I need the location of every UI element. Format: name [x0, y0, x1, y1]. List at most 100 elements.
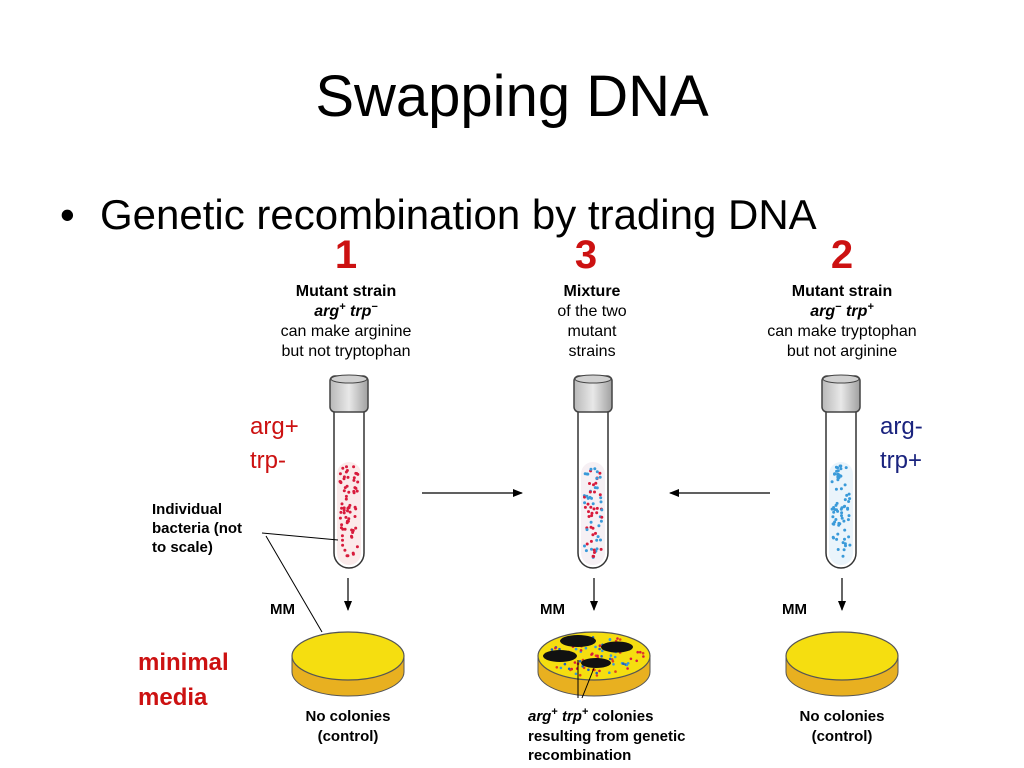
bacterium-dot — [341, 538, 344, 542]
bacterium-dot — [846, 518, 850, 522]
bacterium-dot — [594, 481, 598, 485]
plate-bacterium-dot — [614, 670, 617, 673]
colony-2 — [601, 641, 633, 653]
bacterium-dot — [848, 497, 852, 501]
bacterium-dot — [846, 507, 850, 511]
tube-number-2: 2 — [831, 233, 853, 277]
plate-bacterium-dot — [608, 657, 612, 661]
bacterium-dot — [587, 510, 590, 514]
bacterium-dot — [844, 544, 847, 548]
bacterium-dot — [834, 465, 838, 469]
bacterium-dot — [832, 536, 835, 540]
bacterium-dot — [838, 464, 842, 468]
bacterium-dot — [354, 507, 358, 511]
bacterium-dot — [342, 506, 346, 510]
plate-bacterium-dot — [594, 645, 597, 649]
tube1-genotype: arg+ trp− — [314, 301, 378, 320]
bacteria-note-line2: bacteria (not — [152, 520, 242, 537]
bacterium-dot — [595, 470, 599, 474]
plate2-result-line1: No colonies — [799, 708, 884, 725]
plate-bacterium-dot — [611, 660, 615, 663]
bacterium-dot — [588, 490, 592, 494]
petri-dish-1 — [291, 631, 405, 697]
plate-bacterium-dot — [622, 662, 625, 665]
bacterium-dot — [836, 532, 840, 536]
bacterium-dot — [583, 505, 587, 509]
bacterium-dot — [840, 511, 844, 515]
bacterium-dot — [842, 519, 846, 523]
colony-4 — [581, 658, 611, 668]
bacterium-dot — [347, 517, 351, 521]
plate-bacterium-dot — [573, 661, 577, 664]
plate-bacterium-dot — [629, 657, 633, 661]
bacterium-dot — [596, 535, 600, 539]
bacterium-dot — [350, 534, 353, 538]
bacterium-dot — [344, 497, 348, 501]
plate-bacterium-dot — [595, 671, 598, 675]
petri-dish-3 — [537, 631, 651, 697]
bacterium-dot — [843, 537, 846, 541]
bacterium-dot — [338, 516, 342, 520]
svg-text:can make arginine: can make arginine — [281, 323, 412, 340]
bacterium-dot — [835, 508, 838, 512]
bacterium-dot — [344, 515, 348, 519]
bacterium-dot — [847, 500, 851, 503]
bacterium-dot — [342, 489, 346, 493]
bacterium-dot — [847, 535, 851, 539]
plate-bacterium-dot — [587, 668, 590, 672]
bacterium-dot — [844, 466, 848, 470]
bullet-marker: • — [60, 191, 75, 238]
bacteria-pointer-plate — [265, 535, 323, 633]
bacterium-dot — [834, 518, 838, 521]
svg-text:mutant: mutant — [568, 323, 617, 340]
bacterium-dot — [834, 487, 838, 491]
bacterium-dot — [841, 541, 845, 545]
bacterium-dot — [351, 531, 355, 534]
bacterium-dot — [356, 480, 360, 484]
bacterium-dot — [845, 493, 849, 497]
svg-text:but not tryptophan: but not tryptophan — [282, 343, 411, 360]
minimal-media-label-1: minimal — [138, 649, 229, 676]
bacterium-dot — [356, 472, 360, 476]
bacterium-dot — [592, 483, 595, 487]
bacterium-dot — [842, 548, 846, 552]
bacterium-dot — [590, 547, 593, 551]
plate-bacterium-dot — [618, 638, 622, 641]
bacterium-dot — [592, 548, 596, 552]
plate-bacterium-dot — [563, 662, 567, 666]
bacterium-dot — [588, 495, 592, 499]
plate-bacterium-dot — [626, 667, 629, 670]
colony-3 — [543, 650, 577, 662]
bacterium-dot — [352, 465, 356, 469]
bacterium-dot — [345, 465, 348, 469]
test-tube-3 — [573, 374, 613, 569]
plate-bacterium-dot — [574, 672, 578, 676]
plate-bacterium-dot — [608, 671, 611, 674]
bullet-item: •Genetic recombination by trading DNA — [60, 190, 817, 240]
bacterium-dot — [583, 544, 586, 548]
bacterium-dot — [587, 515, 591, 518]
plate-bacterium-dot — [613, 655, 617, 659]
test-tube-1 — [329, 374, 369, 569]
bacterium-dot — [599, 500, 603, 504]
plate-bacterium-dot — [598, 647, 601, 651]
bacterium-dot — [847, 492, 851, 496]
bacterium-dot — [353, 515, 357, 518]
tube1-side-label-arg: arg+ — [250, 413, 299, 440]
bacterium-dot — [340, 506, 344, 510]
bacterium-dot — [843, 483, 847, 487]
plate-bacterium-dot — [574, 647, 578, 651]
tube2-header: Mutant strain arg− trp+ can make tryptop… — [767, 283, 916, 360]
plate-bacterium-dot — [591, 652, 594, 655]
bacterium-dot — [840, 516, 844, 520]
bacterium-dot — [355, 545, 359, 549]
plate3-result-line2: resulting from genetic — [528, 728, 686, 745]
plate-bacterium-dot — [612, 663, 615, 666]
minimal-media-label-2: media — [138, 684, 208, 711]
bacterium-dot — [835, 537, 839, 541]
bacterium-dot — [848, 543, 852, 547]
plate-bacterium-dot — [616, 637, 619, 640]
bacterium-dot — [344, 494, 348, 498]
bacterium-dot — [595, 538, 599, 542]
